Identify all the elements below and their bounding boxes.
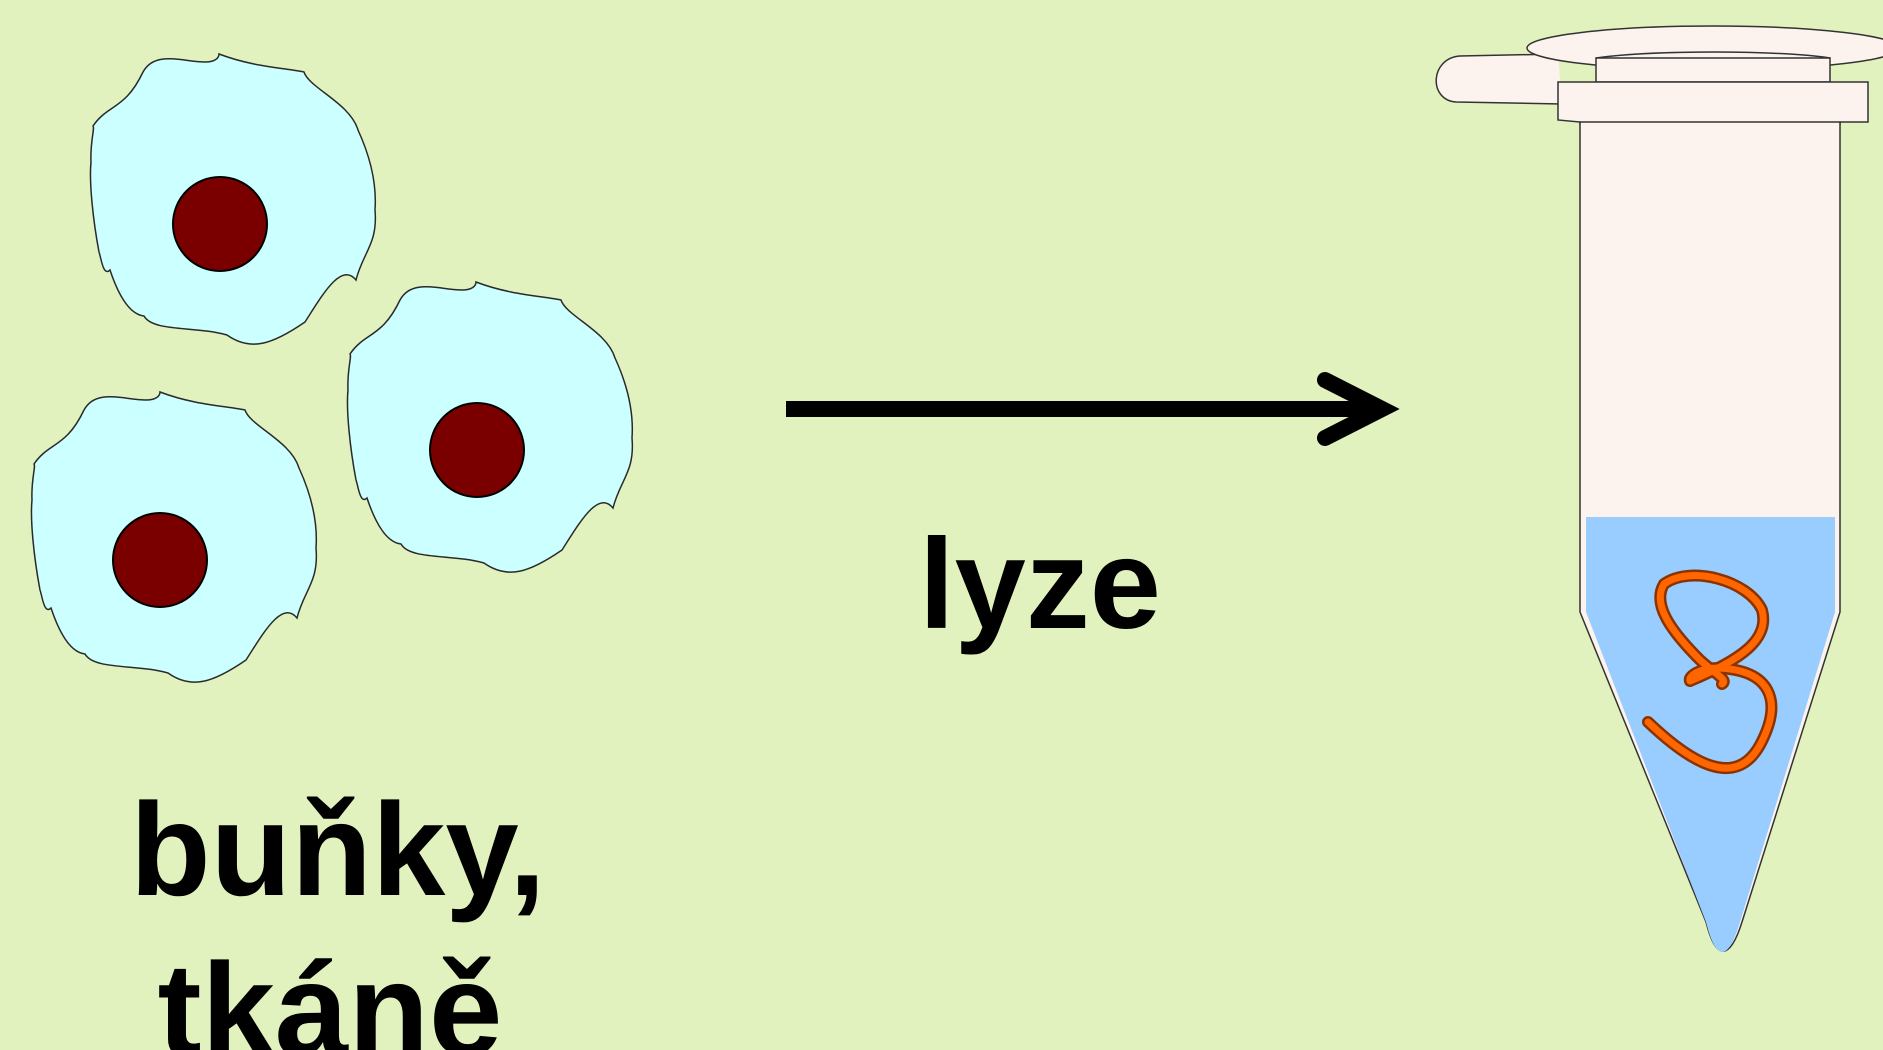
tube-hinge	[1435, 53, 1563, 105]
cells-label-line1: buňky,	[130, 776, 546, 923]
tube-lid-plug	[1595, 57, 1831, 83]
microcentrifuge-tube	[1435, 25, 1883, 952]
cell-nucleus	[172, 176, 268, 272]
cells-label: buňky, tkáně	[130, 770, 546, 1050]
cell-nucleus	[429, 402, 525, 498]
tube-liquid	[1586, 517, 1835, 952]
cell-2	[30, 391, 318, 683]
cell-3	[346, 281, 634, 573]
tube-rim	[1557, 81, 1869, 125]
dna-strand	[1644, 572, 1775, 772]
cells-label-line2: tkáně	[157, 936, 503, 1050]
cell-nucleus	[112, 512, 208, 608]
cell-1	[89, 53, 377, 345]
lysis-arrow	[786, 372, 1400, 446]
process-label: lyze	[919, 513, 1161, 656]
